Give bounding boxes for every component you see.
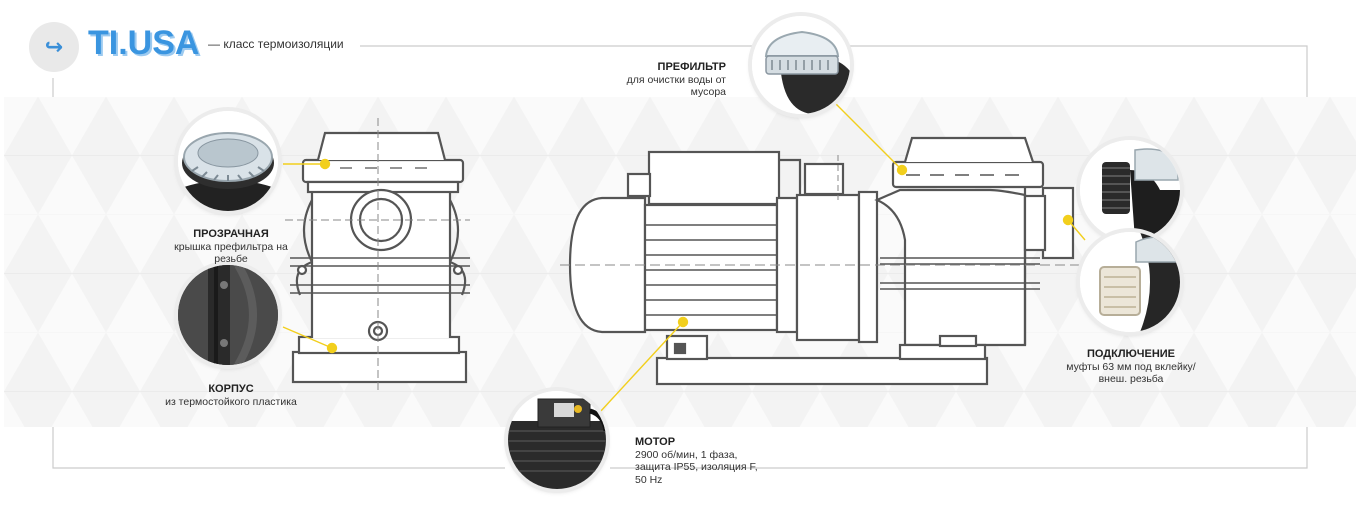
leader-prefilter-dot bbox=[896, 164, 908, 176]
callout-motor-line1: 2900 об/мин, 1 фаза, bbox=[635, 448, 738, 461]
leader-body-dot bbox=[326, 342, 338, 354]
motor-photo bbox=[508, 391, 606, 489]
body-photo bbox=[178, 265, 278, 365]
callout-motor: МОТОР 2900 об/мин, 1 фаза, защита IP55, … bbox=[635, 436, 795, 486]
arrow-return-icon: ↪ bbox=[44, 34, 64, 59]
callout-lid-title: ПРОЗРАЧНАЯ bbox=[193, 228, 269, 240]
callout-connection-title: ПОДКЛЮЧЕНИЕ bbox=[1086, 348, 1176, 360]
callout-lid-line2: резьбе bbox=[214, 253, 248, 265]
callout-body-title: КОРПУС bbox=[208, 383, 254, 395]
callout-lid-line1: крышка префильтра на bbox=[174, 240, 288, 253]
connection-photo-socket bbox=[1080, 232, 1180, 332]
frame-lines bbox=[52, 45, 1308, 469]
logo-badge[interactable]: ↪ bbox=[29, 22, 79, 72]
connection-photo-thread bbox=[1080, 140, 1180, 240]
callout-motor-line3: 50 Hz bbox=[635, 473, 663, 486]
pump-front-view-drawing bbox=[285, 118, 470, 392]
callout-prefilter-line2: мусора bbox=[690, 86, 726, 98]
pump-side-view-drawing bbox=[560, 136, 1085, 386]
callout-connection-line1: муфты 63 мм под вклейку/ bbox=[1066, 360, 1196, 373]
callout-connection-line2: внеш. резьба bbox=[1098, 373, 1164, 385]
brand-logo-text: TI.USA bbox=[88, 24, 200, 62]
callout-body: КОРПУС из термостойкого пластика bbox=[148, 383, 314, 408]
callout-body-line1: из термостойкого пластика bbox=[165, 395, 297, 408]
callout-motor-title: МОТОР bbox=[635, 436, 676, 448]
callout-prefilter: ПРЕФИЛЬТР для очистки воды от мусора bbox=[600, 61, 726, 99]
lid-photo bbox=[178, 111, 278, 211]
callout-connection: ПОДКЛЮЧЕНИЕ муфты 63 мм под вклейку/ вне… bbox=[1056, 348, 1206, 386]
leader-connection-dot bbox=[1062, 214, 1074, 226]
leader-motor-dot bbox=[677, 316, 689, 328]
callout-lid: ПРОЗРАЧНАЯ крышка префильтра на резьбе bbox=[158, 228, 304, 266]
leader-body bbox=[282, 326, 333, 349]
callout-prefilter-title: ПРЕФИЛЬТР bbox=[657, 61, 726, 73]
leader-motor bbox=[599, 321, 684, 413]
leader-prefilter bbox=[831, 99, 903, 171]
callout-prefilter-line1: для очистки воды от bbox=[626, 73, 726, 86]
brand-tagline: — класс термоизоляции bbox=[208, 37, 348, 51]
prefilter-photo bbox=[752, 16, 850, 114]
leader-lid-dot bbox=[319, 158, 331, 170]
callout-motor-line2: защита IP55, изоляция F, bbox=[635, 461, 758, 473]
callout-leaders bbox=[282, 99, 1086, 413]
